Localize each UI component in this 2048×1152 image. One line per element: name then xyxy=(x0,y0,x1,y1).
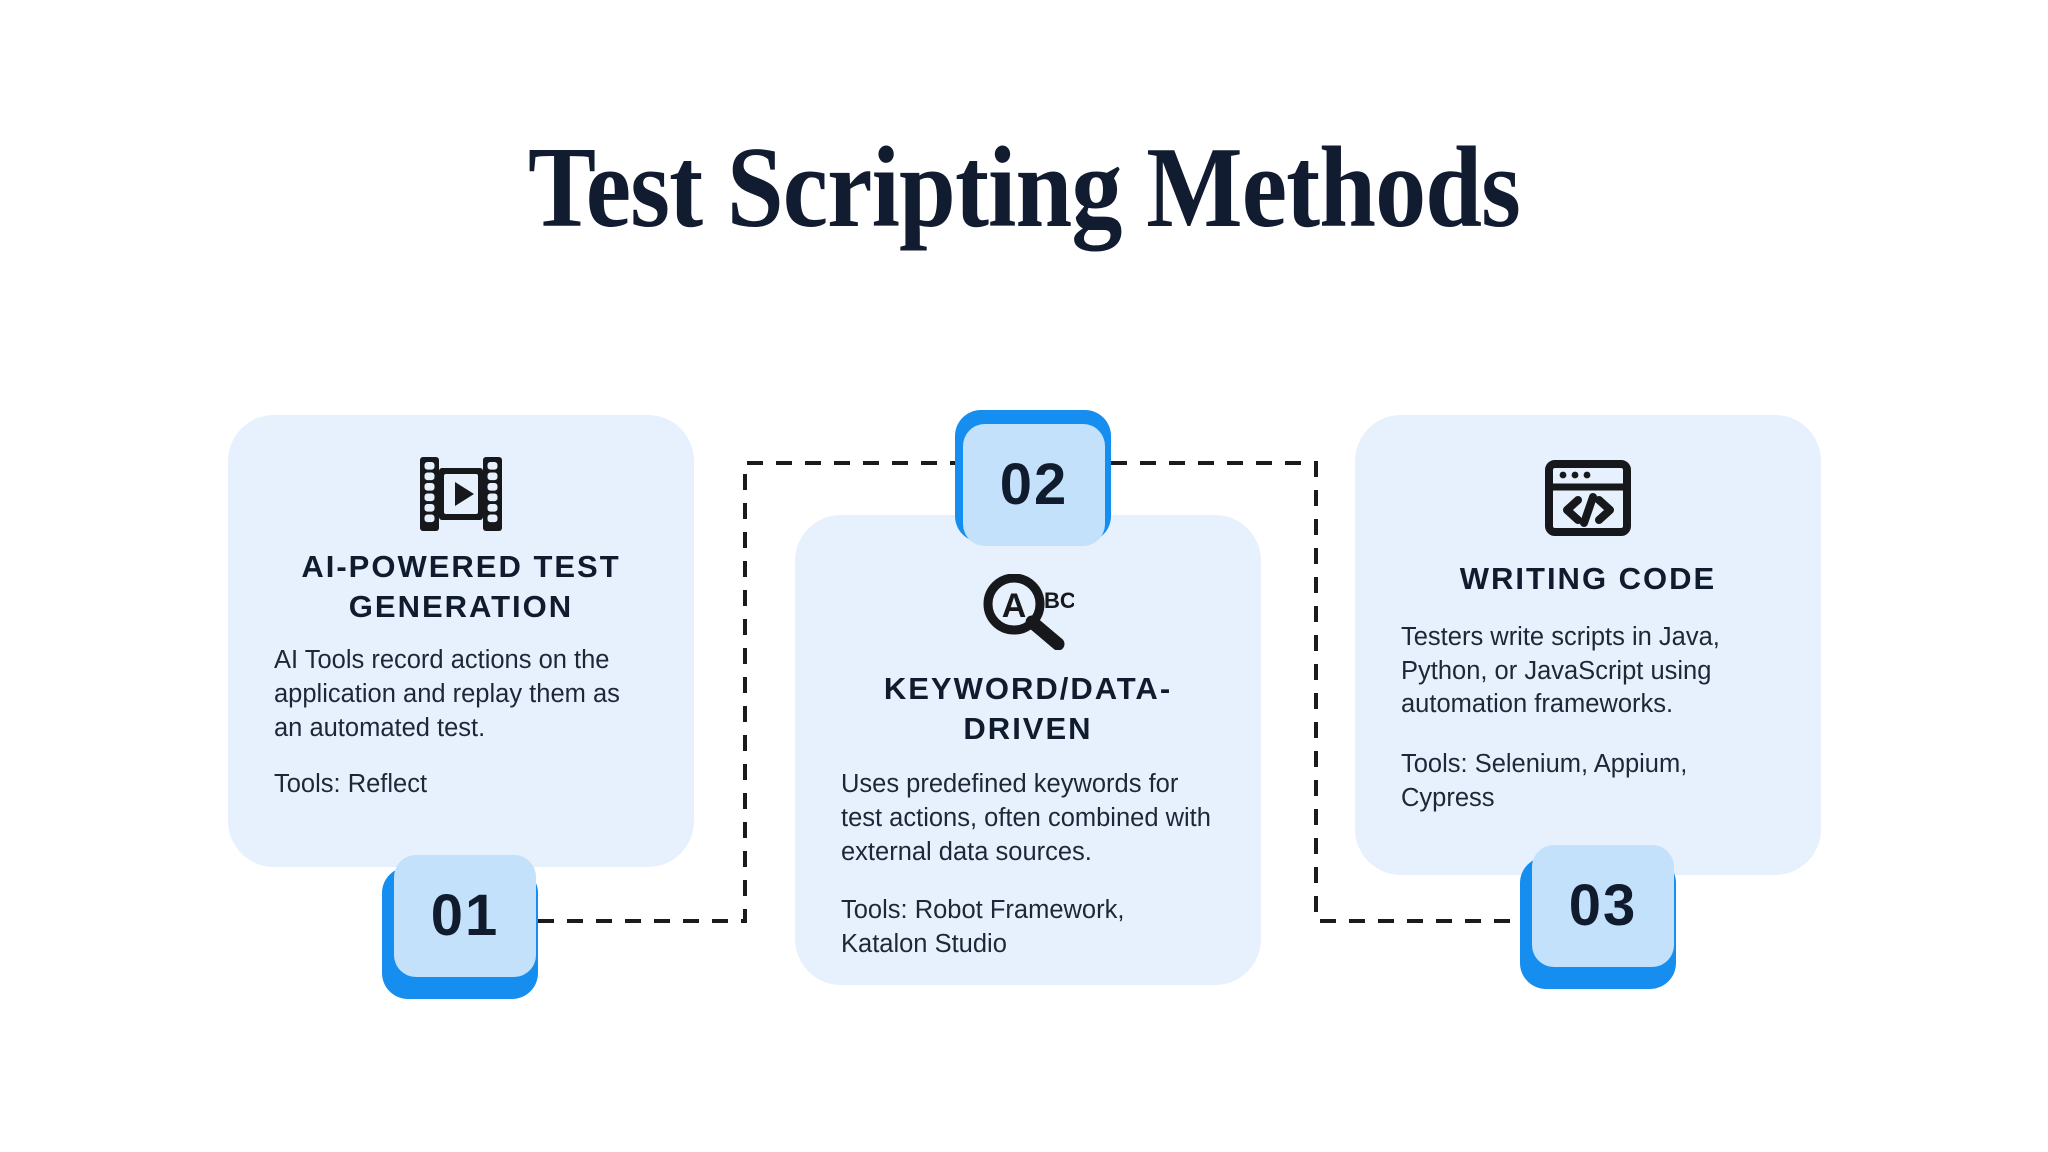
badge-number: 02 xyxy=(999,452,1069,517)
card-description: Testers write scripts in Java, Python, o… xyxy=(1401,622,1720,719)
card-ai-powered-test-generation[interactable]: AI-POWERED TEST GENERATION AI Tools reco… xyxy=(228,415,694,867)
card-title: AI-POWERED TEST GENERATION xyxy=(301,549,621,624)
card-tools: Tools: Reflect xyxy=(274,770,428,799)
browser-code-icon xyxy=(1545,455,1631,541)
step-badge-03[interactable]: 03 xyxy=(1520,845,1676,989)
connector-01-to-02 xyxy=(538,461,955,923)
badge-fill: 03 xyxy=(1532,845,1674,967)
card-writing-code[interactable]: WRITING CODE Testers write scripts in Ja… xyxy=(1355,415,1821,875)
svg-text:A: A xyxy=(1002,587,1027,625)
connector-02-to-03 xyxy=(1111,461,1520,923)
card-keyword-data-driven[interactable]: A BC KEYWORD/DATA-DRIVEN Uses predefined… xyxy=(795,515,1261,985)
card-tools: Tools: Robot Framework, Katalon Studio xyxy=(841,896,1125,958)
magnifier-abc-icon: A BC xyxy=(982,569,1074,655)
card-title: KEYWORD/DATA-DRIVEN xyxy=(883,671,1173,746)
film-strip-play-icon xyxy=(418,451,504,537)
badge-number: 03 xyxy=(1568,873,1638,938)
card-tools: Tools: Selenium, Appium, Cypress xyxy=(1401,750,1688,813)
step-badge-02[interactable]: 02 xyxy=(955,410,1111,546)
card-title: WRITING CODE xyxy=(1459,561,1717,596)
svg-text:BC: BC xyxy=(1044,588,1074,613)
badge-fill: 01 xyxy=(394,855,536,977)
card-description: AI Tools record actions on the applicati… xyxy=(274,646,620,743)
card-description: Uses predefined keywords for test action… xyxy=(841,770,1211,867)
step-badge-01[interactable]: 01 xyxy=(382,855,538,999)
page-title: Test Scripting Methods xyxy=(527,124,1521,252)
badge-number: 01 xyxy=(430,883,500,948)
badge-fill: 02 xyxy=(963,424,1105,546)
